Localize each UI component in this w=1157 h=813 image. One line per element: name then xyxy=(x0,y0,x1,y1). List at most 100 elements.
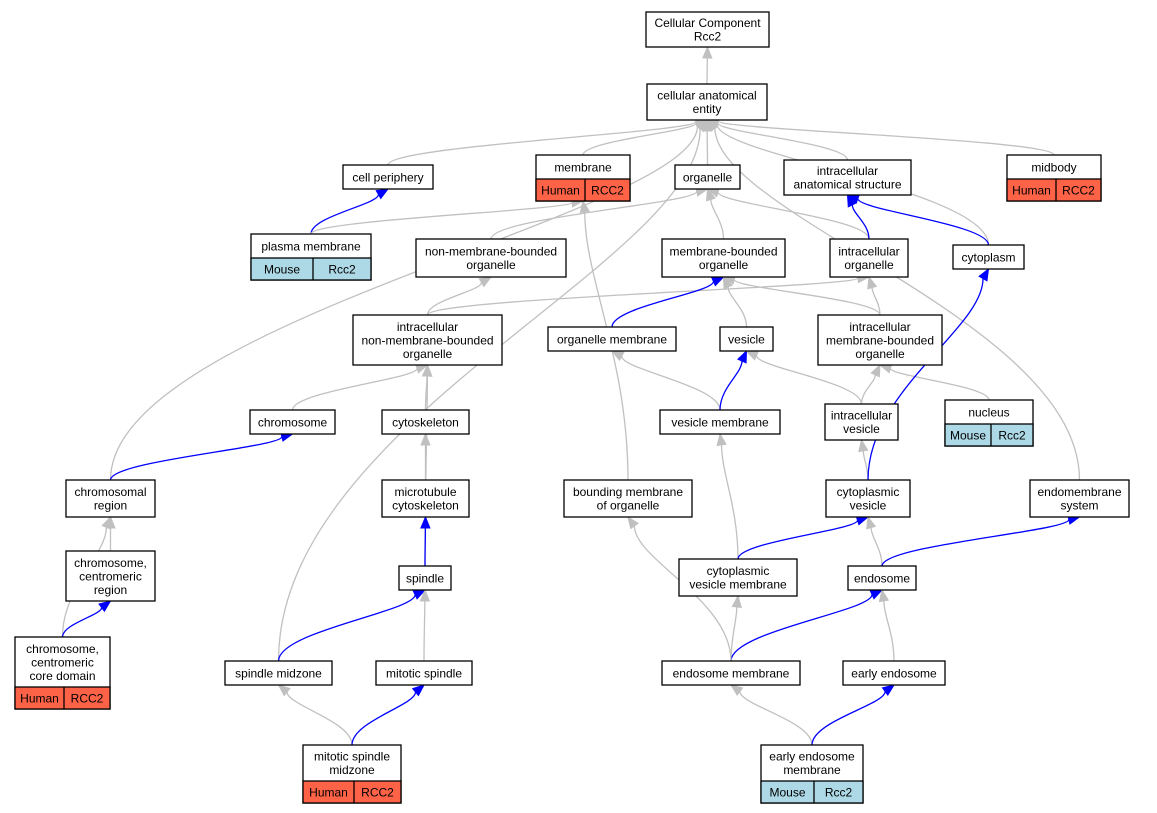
edge-arrowhead xyxy=(870,363,881,378)
edge-imbo-to-mbo xyxy=(722,274,881,316)
edge-vesmem-to-orgmem xyxy=(610,350,721,411)
node-box xyxy=(646,83,768,121)
node-label: Cellular Component xyxy=(654,16,761,30)
node-label: membrane-bounded xyxy=(669,245,777,259)
node-label: mitotic spindle xyxy=(314,750,390,764)
node-cytoplasm[interactable]: cytoplasm xyxy=(952,244,1025,270)
node-box xyxy=(342,164,434,190)
edge-arrowhead xyxy=(978,267,990,282)
node-label: cytoskeleton xyxy=(392,499,459,513)
node-label: intracellular xyxy=(849,320,910,334)
edge-arrowhead xyxy=(420,432,431,446)
node-cytoskeleton[interactable]: cytoskeleton xyxy=(381,409,470,435)
node-box xyxy=(847,565,917,591)
node-label: organelle membrane xyxy=(557,332,667,346)
node-box xyxy=(825,479,911,518)
node-label: core domain xyxy=(29,669,95,683)
edge-arrowhead xyxy=(610,350,625,362)
edge-line xyxy=(277,128,701,662)
node-box xyxy=(783,159,912,196)
node-box xyxy=(842,660,946,686)
edge-cvm-to-cytves xyxy=(737,515,870,560)
node-box xyxy=(65,479,156,518)
species-label: Human xyxy=(1012,184,1051,198)
edge-midbody-to-cae xyxy=(705,115,1055,156)
species-badge xyxy=(1006,178,1102,202)
node-earlyendo[interactable]: early endosome xyxy=(842,660,946,686)
species-badge xyxy=(302,780,402,804)
edge-line xyxy=(716,122,849,161)
node-endosome[interactable]: endosome xyxy=(847,565,917,591)
edge-smz-to-spindle xyxy=(277,589,427,662)
node-label: intracellular xyxy=(838,245,899,259)
node-label: cytoplasmic xyxy=(837,485,900,499)
node-orgmem[interactable]: organelle membrane xyxy=(547,326,677,352)
edge-cytves-to-iv xyxy=(858,438,869,481)
node-box xyxy=(381,409,470,435)
node-inmbo[interactable]: intracellularnon-membrane-boundedorganel… xyxy=(352,314,503,366)
edge-line xyxy=(719,360,743,411)
node-label: midbody xyxy=(1031,160,1076,174)
node-mitspindle[interactable]: mitotic spindle xyxy=(375,660,473,686)
species-label: Mouse xyxy=(950,429,986,443)
edge-plasma-to-membrane xyxy=(310,197,585,235)
edge-endosome-to-cytves xyxy=(866,515,883,567)
node-endomem[interactable]: endosome membrane xyxy=(661,660,801,686)
gene-label: Rcc2 xyxy=(998,429,1026,443)
edge-line xyxy=(310,194,380,235)
edge-line xyxy=(871,287,881,316)
species-badge xyxy=(944,423,1034,447)
edge-line xyxy=(733,278,881,316)
node-box xyxy=(674,164,741,190)
edge-line xyxy=(387,120,697,166)
node-label: early endosome xyxy=(851,666,937,680)
node-vesicle[interactable]: vesicle xyxy=(719,326,774,352)
edge-plasma-to-cellperiph xyxy=(310,188,390,235)
node-box xyxy=(817,314,943,366)
edge-line xyxy=(851,204,870,240)
edge-endosome-to-endosys xyxy=(881,514,1081,567)
node-chromosome[interactable]: chromosome xyxy=(249,409,336,435)
edge-arrowhead xyxy=(98,600,112,613)
node-spindle[interactable]: spindle xyxy=(398,565,452,591)
edge-arrowhead xyxy=(702,45,713,59)
node-label: intracellular xyxy=(817,164,878,178)
edge-line xyxy=(582,122,698,156)
node-smz[interactable]: spindle midzone xyxy=(224,660,333,686)
edge-line xyxy=(883,600,895,662)
edge-line xyxy=(870,527,883,567)
node-cellperiph[interactable]: cell periphery xyxy=(342,164,434,190)
species-badge xyxy=(535,178,631,202)
species-label: Human xyxy=(541,184,580,198)
node-organelle[interactable]: organelle xyxy=(674,164,741,190)
edge-arrowhead xyxy=(731,594,742,608)
edge-line xyxy=(717,120,1055,156)
node-vesmem[interactable]: vesicle membrane xyxy=(659,409,781,435)
node-label: endosome membrane xyxy=(673,666,790,680)
node-label: Rcc2 xyxy=(694,30,722,44)
node-box xyxy=(415,238,567,278)
node-label: plasma membrane xyxy=(261,239,361,253)
